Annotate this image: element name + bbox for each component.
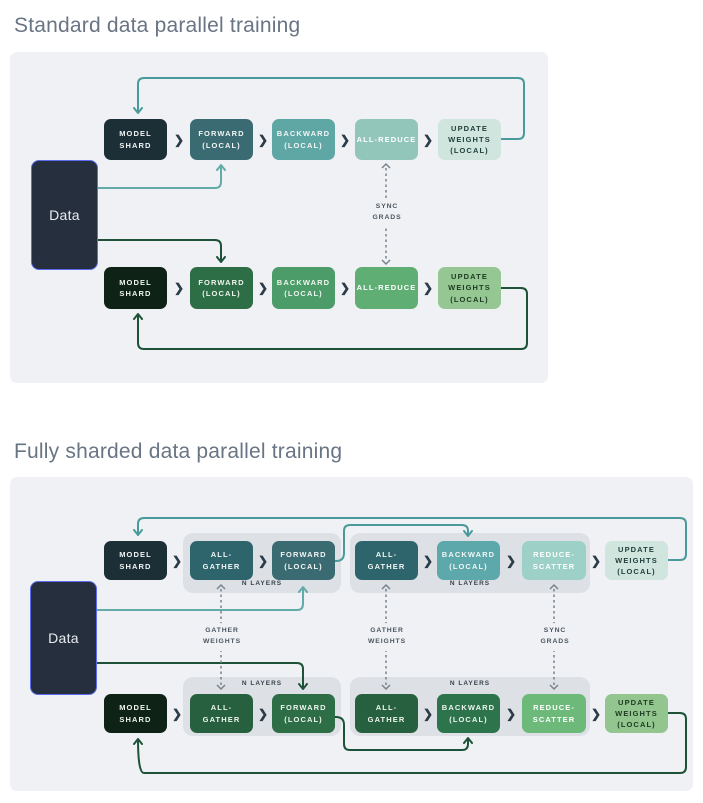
forward-local-box: FORWARD (LOCAL) (272, 541, 335, 580)
update-weights-box: UPDATE WEIGHTS (LOCAL) (605, 541, 668, 580)
backward-local-box: BACKWARD (LOCAL) (437, 541, 500, 580)
backward-local-box: BACKWARD (LOCAL) (272, 267, 335, 309)
update-weights-box: UPDATE WEIGHTS (LOCAL) (438, 119, 501, 160)
chevron-right-icon: ❯ (171, 707, 183, 721)
chevron-right-icon: ❯ (257, 281, 269, 295)
chevron-right-icon: ❯ (505, 554, 517, 568)
chevron-right-icon: ❯ (422, 133, 434, 147)
gather-weights-label: GATHER WEIGHTS (365, 623, 409, 651)
n-layers-label: N LAYERS (449, 580, 491, 587)
chevron-right-icon: ❯ (590, 554, 602, 568)
sync-grads-label: SYNC GRADS (538, 623, 572, 651)
all-gather-box: ALL- GATHER (190, 694, 253, 733)
update-weights-box: UPDATE WEIGHTS (LOCAL) (605, 694, 668, 733)
all-reduce-box: ALL-REDUCE (355, 119, 418, 160)
model-shard-box: MODEL SHARD (104, 119, 167, 160)
chevron-right-icon: ❯ (257, 554, 269, 568)
forward-local-box: FORWARD (LOCAL) (190, 119, 253, 160)
fsdp-arrows (95, 517, 687, 774)
all-gather-box: ALL- GATHER (355, 694, 418, 733)
chevron-right-icon: ❯ (590, 707, 602, 721)
chevron-right-icon: ❯ (422, 554, 434, 568)
model-shard-box: MODEL SHARD (104, 541, 167, 580)
backward-local-box: BACKWARD (LOCAL) (272, 119, 335, 160)
all-gather-box: ALL- GATHER (355, 541, 418, 580)
gather-weights-label: GATHER WEIGHTS (200, 623, 244, 651)
model-shard-box: MODEL SHARD (104, 267, 167, 309)
data-input-box: Data (31, 160, 98, 270)
data-to-forward-arrow-teal (96, 164, 226, 189)
chevron-right-icon: ❯ (422, 281, 434, 295)
standard-dp-panel: Data MODEL SHARD FORWARD (LOCAL) BACKWAR… (10, 52, 548, 383)
chevron-right-icon: ❯ (173, 133, 185, 147)
chevron-right-icon: ❯ (339, 133, 351, 147)
forward-local-box: FORWARD (LOCAL) (272, 694, 335, 733)
chevron-right-icon: ❯ (257, 707, 269, 721)
all-gather-box: ALL- GATHER (190, 541, 253, 580)
n-layers-label: N LAYERS (241, 580, 283, 587)
data-input-box: Data (30, 581, 97, 695)
n-layers-label: N LAYERS (241, 680, 283, 687)
update-weights-box: UPDATE WEIGHTS (LOCAL) (438, 267, 501, 309)
all-reduce-box: ALL-REDUCE (355, 267, 418, 309)
chevron-right-icon: ❯ (173, 281, 185, 295)
chevron-right-icon: ❯ (505, 707, 517, 721)
n-layers-label: N LAYERS (449, 680, 491, 687)
reduce-scatter-box: REDUCE- SCATTER (522, 541, 586, 580)
chevron-right-icon: ❯ (257, 133, 269, 147)
fsdp-panel: Data MODEL SHARD ALL- GATHER FORWARD (LO… (10, 477, 693, 791)
chevron-right-icon: ❯ (339, 281, 351, 295)
reduce-scatter-box: REDUCE- SCATTER (522, 694, 586, 733)
section-title-fsdp: Fully sharded data parallel training (14, 440, 343, 463)
forward-local-box: FORWARD (LOCAL) (190, 267, 253, 309)
backward-local-box: BACKWARD (LOCAL) (437, 694, 500, 733)
sync-grads-label: SYNC GRADS (370, 199, 404, 227)
data-to-forward-arrow-green (96, 239, 226, 263)
chevron-right-icon: ❯ (422, 707, 434, 721)
chevron-right-icon: ❯ (171, 554, 183, 568)
section-title-standard-dp: Standard data parallel training (14, 14, 301, 37)
model-shard-box: MODEL SHARD (104, 694, 167, 733)
